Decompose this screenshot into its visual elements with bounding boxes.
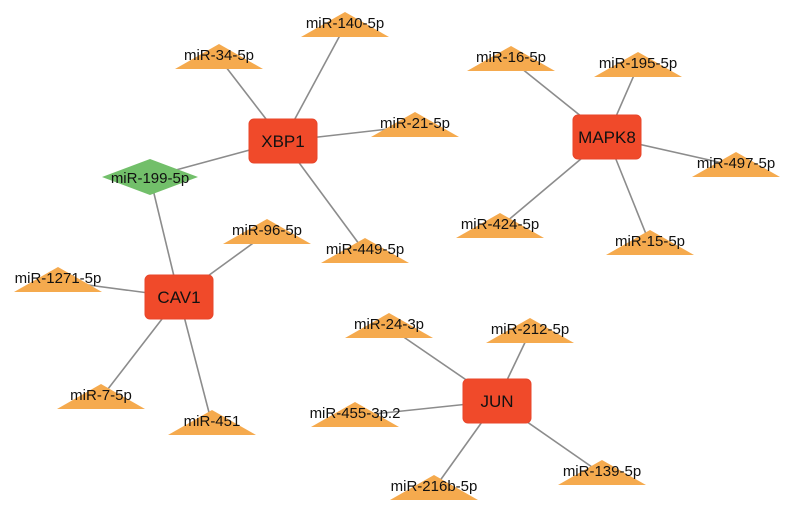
mirna-node-mir-139-5p[interactable]: miR-139-5p [558, 460, 646, 485]
gene-node-cav1[interactable]: CAV1 [144, 274, 214, 320]
mirna-node-mir-199-5p[interactable]: miR-199-5p [102, 159, 198, 195]
mirna-node-mir-1271-5p[interactable]: miR-1271-5p [14, 267, 102, 292]
mirna-label: miR-96-5p [232, 222, 302, 239]
mirna-node-mir-7-5p[interactable]: miR-7-5p [57, 384, 145, 409]
triangle-shape [14, 267, 102, 292]
mirna-node-mir-212-5p[interactable]: miR-212-5p [486, 318, 574, 343]
mirna-node-mir-195-5p[interactable]: miR-195-5p [594, 52, 682, 77]
mirna-node-mir-15-5p[interactable]: miR-15-5p [606, 230, 694, 255]
mirna-node-mir-216b-5p[interactable]: miR-216b-5p [390, 475, 478, 500]
mirna-label: miR-199-5p [111, 170, 189, 187]
mirna-label: miR-21-5p [380, 115, 450, 132]
mirna-label: miR-16-5p [476, 49, 546, 66]
triangle-shape [345, 313, 433, 338]
triangle-shape [57, 384, 145, 409]
mirna-node-mir-449-5p[interactable]: miR-449-5p [321, 238, 409, 263]
mirna-label: miR-212-5p [491, 321, 569, 338]
mirna-label: miR-216b-5p [391, 478, 478, 495]
mirna-label: miR-449-5p [326, 241, 404, 258]
gene-label: JUN [480, 392, 513, 411]
mirna-label: miR-140-5p [306, 15, 384, 32]
gene-node-xbp1[interactable]: XBP1 [248, 118, 318, 164]
mirna-label: miR-24-3p [354, 316, 424, 333]
mirna-node-mir-24-3p[interactable]: miR-24-3p [345, 313, 433, 338]
triangle-shape [223, 219, 311, 244]
mirna-node-mir-451[interactable]: miR-451 [168, 410, 256, 435]
triangle-shape [486, 318, 574, 343]
triangle-shape [311, 402, 399, 427]
gene-box [144, 274, 214, 320]
mirna-node-mir-16-5p[interactable]: miR-16-5p [467, 46, 555, 71]
gene-label: MAPK8 [578, 128, 636, 147]
gene-box [462, 378, 532, 424]
triangle-shape [467, 46, 555, 71]
mirna-label: miR-15-5p [615, 233, 685, 250]
mirna-label: miR-497-5p [697, 155, 775, 172]
gene-box [572, 114, 642, 160]
mirna-node-mir-21-5p[interactable]: miR-21-5p [371, 112, 459, 137]
triangle-shape [594, 52, 682, 77]
mirna-label: miR-455-3p.2 [310, 405, 401, 422]
gene-label: XBP1 [261, 132, 304, 151]
triangle-shape [175, 44, 263, 69]
mirna-label: miR-451 [184, 413, 241, 430]
mirna-node-mir-497-5p[interactable]: miR-497-5p [692, 152, 780, 177]
triangle-shape [301, 12, 389, 37]
gene-node-jun[interactable]: JUN [462, 378, 532, 424]
mirna-node-mir-96-5p[interactable]: miR-96-5p [223, 219, 311, 244]
mirna-label: miR-1271-5p [15, 270, 102, 287]
triangle-shape [390, 475, 478, 500]
mirna-label: miR-139-5p [563, 463, 641, 480]
triangle-shape [321, 238, 409, 263]
mirna-label: miR-424-5p [461, 216, 539, 233]
triangle-shape [371, 112, 459, 137]
gene-label: CAV1 [157, 288, 200, 307]
mirna-label: miR-7-5p [70, 387, 132, 404]
triangle-shape [456, 213, 544, 238]
gene-box [248, 118, 318, 164]
gene-node-mapk8[interactable]: MAPK8 [572, 114, 642, 160]
mirna-node-mir-34-5p[interactable]: miR-34-5p [175, 44, 263, 69]
mirna-node-mir-140-5p[interactable]: miR-140-5p [301, 12, 389, 37]
diamond-shape [102, 159, 198, 195]
mirna-node-mir-424-5p[interactable]: miR-424-5p [456, 213, 544, 238]
triangle-shape [606, 230, 694, 255]
triangle-shape [558, 460, 646, 485]
mirna-label: miR-34-5p [184, 47, 254, 64]
triangle-shape [692, 152, 780, 177]
triangle-shape [168, 410, 256, 435]
mirna-label: miR-195-5p [599, 55, 677, 72]
mirna-node-mir-455-3p-2[interactable]: miR-455-3p.2 [310, 402, 401, 427]
